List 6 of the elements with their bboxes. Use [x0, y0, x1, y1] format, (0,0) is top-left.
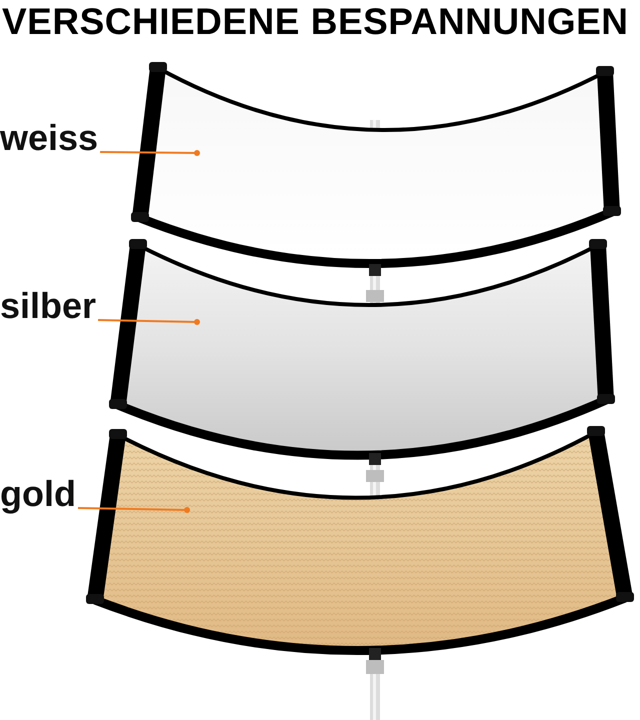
heading: VERSCHIEDENE BESPANNUNGEN	[2, 0, 629, 44]
part-label: gold	[0, 474, 76, 514]
leader-line	[98, 319, 200, 325]
part-label: silber	[0, 286, 96, 326]
leader-line	[78, 507, 190, 513]
leader-line	[100, 150, 200, 156]
